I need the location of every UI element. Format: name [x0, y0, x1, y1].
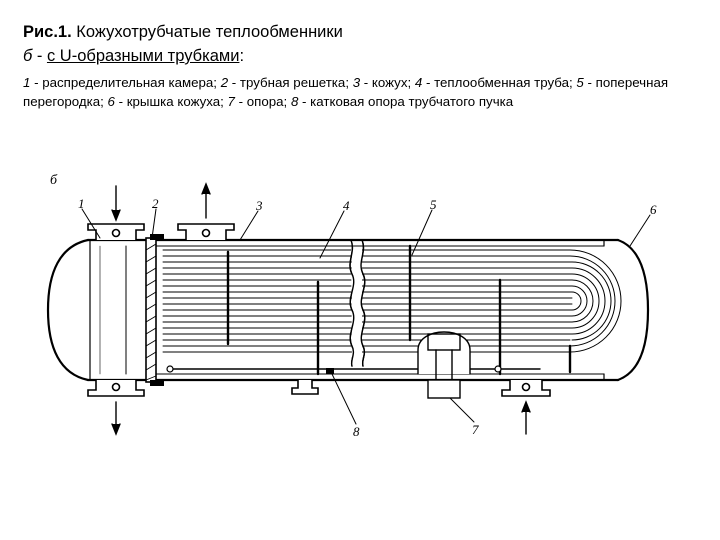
nozzle-tube-inlet [87, 223, 145, 241]
tube-sheet [145, 237, 157, 383]
roller-support [417, 331, 471, 399]
legend-num: 8 [290, 94, 299, 109]
flow-arrows [111, 182, 531, 436]
figure-number: Рис.1. [23, 23, 72, 41]
legend-num: 2 [220, 75, 229, 90]
tube-bundle [162, 249, 573, 353]
leader-lines [81, 208, 651, 425]
baffles [226, 244, 572, 376]
subtitle-colon: : [239, 47, 245, 65]
legend-num: 7 [227, 94, 235, 109]
callout-1: 1 [78, 196, 85, 211]
callout-7: 7 [472, 422, 479, 437]
legend-num: 6 [107, 94, 115, 109]
drain-nozzle [291, 379, 319, 395]
legend-num: 5 [576, 75, 584, 90]
legend-desc: - поперечная перегородка; [23, 75, 669, 109]
legend-desc: - опора; [234, 94, 291, 109]
legend-desc: - теплообменная труба; [422, 75, 577, 90]
subtitle-text: с U-образными трубками [46, 47, 240, 65]
callout-6: 6 [650, 202, 657, 217]
callout-4: 4 [343, 198, 350, 213]
legend-desc: - трубная решетка; [228, 75, 353, 90]
figure-title-text: Кожухотрубчатые теплообменники [76, 23, 343, 41]
nozzle-shell-inlet [501, 379, 551, 397]
legend-num: 4 [414, 75, 423, 90]
caption: Рис.1. Кожухотрубчатые теплообменники б … [23, 22, 703, 111]
figure-subtitle: б - с U-образными трубками: [23, 46, 703, 67]
subtitle-dash: - [32, 47, 47, 65]
variant-label: б [50, 173, 58, 188]
callout-5: 5 [430, 197, 437, 212]
legend-desc: - кожух; [360, 75, 415, 90]
legend-num: 3 [352, 75, 361, 90]
nozzle-shell-outlet [177, 223, 235, 241]
nozzle-tube-outlet [87, 379, 145, 397]
u-bends [569, 249, 622, 353]
legend-num: 1 [23, 75, 31, 90]
subtitle-letter: б [23, 47, 33, 65]
figure-title: Рис.1. Кожухотрубчатые теплообменники [23, 22, 703, 43]
legend-desc: - крышка кожуха; [114, 94, 228, 109]
callout-3: 3 [255, 198, 263, 213]
callout-2: 2 [152, 196, 159, 211]
legend-text: 1 - распределительная камера; 2 - трубна… [23, 73, 703, 111]
legend-desc: - распределительная камера; [30, 75, 221, 90]
legend-desc: - катковая опора трубчатого пучка [298, 94, 514, 109]
callout-8: 8 [353, 424, 360, 439]
